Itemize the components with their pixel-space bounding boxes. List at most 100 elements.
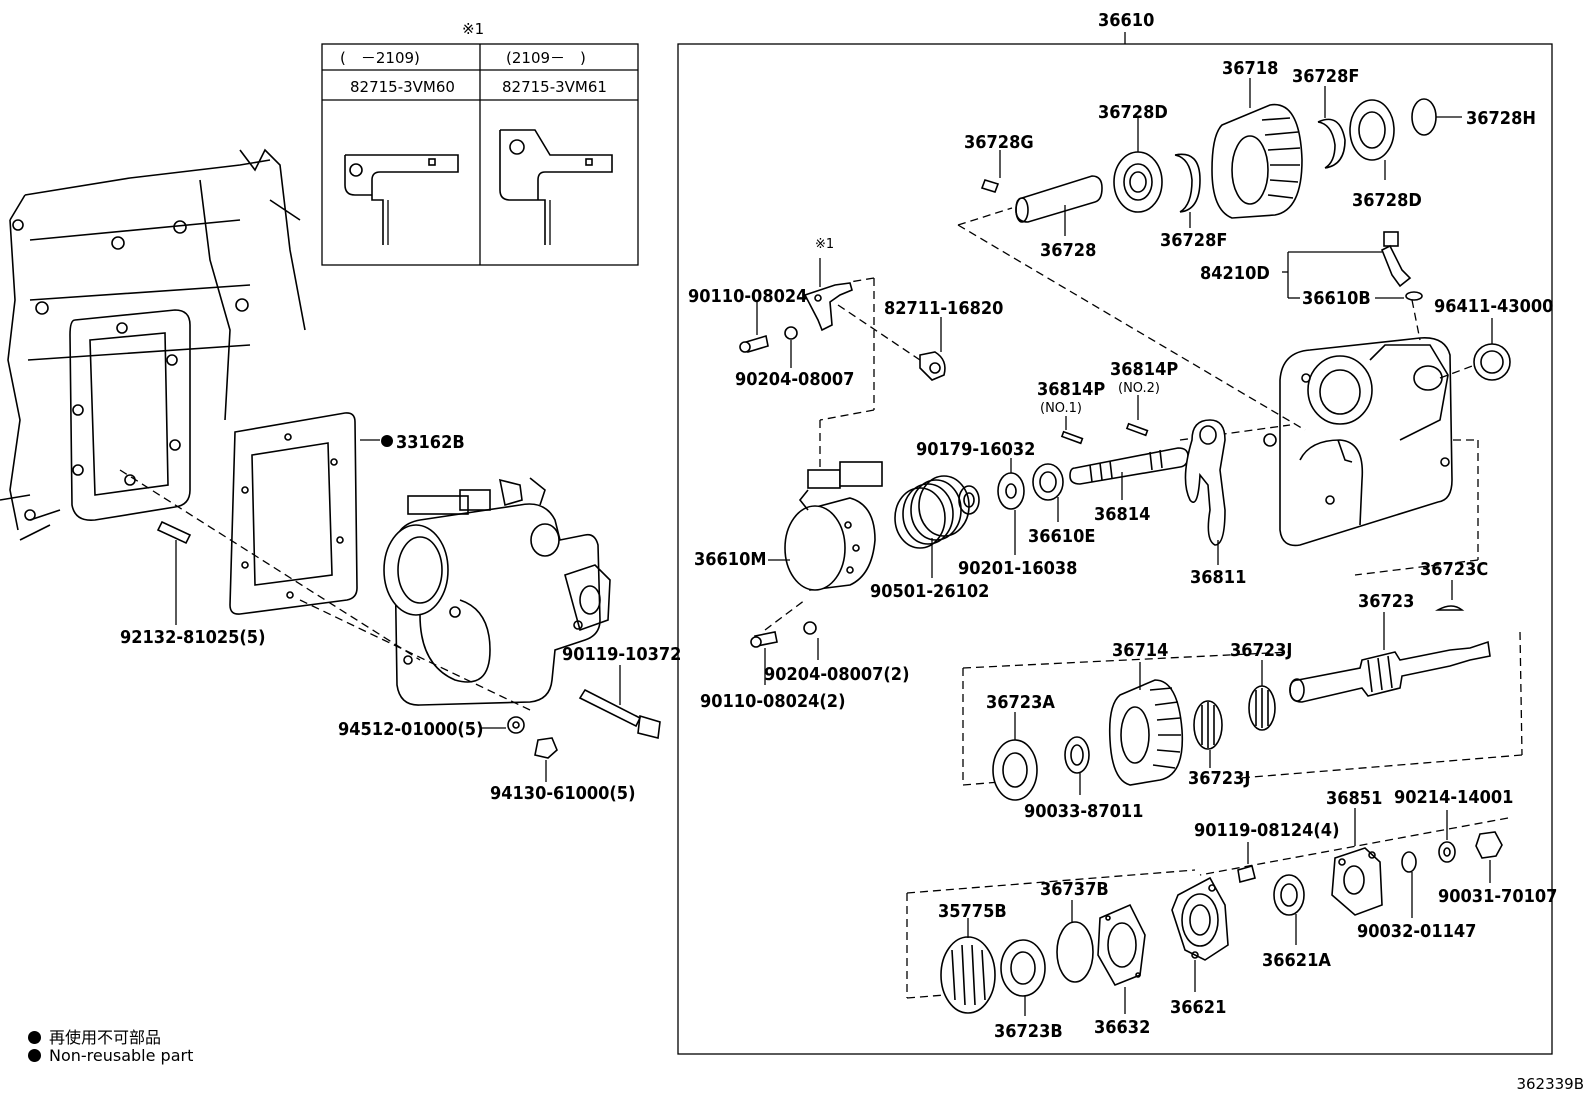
bracket-x1	[803, 282, 853, 332]
nut-90031	[1475, 831, 1503, 859]
label-36728d-left: 36728D	[1098, 102, 1168, 123]
bearing-36728d-left	[1113, 151, 1163, 213]
label-90201: 90201-16038	[958, 558, 1077, 579]
washer-36728h	[1411, 98, 1437, 136]
label-82711: 82711-16820	[884, 298, 1003, 319]
nut-94130	[534, 737, 558, 759]
label-36723c: 36723C	[1420, 559, 1488, 580]
bearing-36728d-right	[1349, 99, 1395, 161]
bracket-3vm60-drawing	[344, 154, 459, 245]
bolt-90119-10372	[578, 665, 661, 739]
washer-90201	[997, 472, 1025, 510]
label-36714: 36714	[1112, 640, 1168, 661]
label-36728f-bottom: 36728F	[1160, 230, 1227, 251]
label-90204-top: 90204-08007	[735, 369, 854, 390]
bearing-36723j-bottom	[1193, 700, 1223, 750]
assembly-label: 36610	[1098, 10, 1154, 31]
transmission-case-drawing	[0, 148, 306, 541]
shaft-36728	[1015, 175, 1103, 223]
label-36728f-top: 36728F	[1292, 66, 1359, 87]
inset-col2-part: 82715-3VM61	[502, 78, 607, 96]
label-36814: 36814	[1094, 504, 1150, 525]
washer-90204-top	[784, 326, 798, 340]
label-36723a: 36723A	[986, 692, 1055, 713]
bearing-36723b	[1000, 939, 1046, 997]
shaft-36814	[1069, 447, 1189, 485]
oring-36737b	[1056, 921, 1094, 983]
snapring-36728f-lower	[1174, 153, 1201, 213]
bearing-36723j-top	[1248, 685, 1276, 731]
label-36632: 36632	[1094, 1017, 1150, 1038]
stud-92132	[156, 520, 192, 625]
gear-36718	[1211, 103, 1303, 219]
pin-36728g	[980, 179, 1000, 193]
label-96411: 96411-43000	[1434, 296, 1553, 317]
label-90501: 90501-26102	[870, 581, 989, 602]
label-36851: 36851	[1326, 788, 1382, 809]
label-36814p-no2: 36814P	[1110, 359, 1178, 380]
image-code: 362339B	[1516, 1075, 1584, 1093]
non-reusable-dot-icon	[28, 1049, 41, 1062]
label-36728d-right: 36728D	[1352, 190, 1422, 211]
label-36621: 36621	[1170, 997, 1226, 1018]
transfer-housing-drawing	[1263, 337, 1453, 547]
oring-36610b	[1405, 291, 1423, 301]
pin-36814p-no2	[1125, 422, 1149, 437]
legend-non-reusable-en: Non-reusable part	[28, 1046, 193, 1065]
washer-90032	[1401, 851, 1417, 873]
label-36610b: 36610B	[1302, 288, 1371, 309]
label-90204-bottom: 90204-08007(2)	[764, 664, 909, 685]
label-36814p-no1: 36814P	[1037, 379, 1105, 400]
label-90110-top: 90110-08024	[688, 286, 807, 307]
label-36728: 36728	[1040, 240, 1096, 261]
actuator-36610m	[784, 461, 883, 591]
switch-84210d	[1380, 231, 1412, 288]
legend-en-text: Non-reusable part	[49, 1046, 194, 1065]
washer-90204-bottom	[803, 621, 817, 635]
washer-90214	[1438, 841, 1456, 863]
non-reusable-dot-icon	[28, 1031, 41, 1044]
pin-36814p-no1	[1060, 430, 1084, 445]
label-35775b: 35775B	[938, 901, 1007, 922]
label-94130: 94130-61000(5)	[490, 783, 635, 804]
label-90214: 90214-14001	[1394, 787, 1513, 808]
clamp-82711	[919, 351, 946, 381]
label-90110-bottom: 90110-08024(2)	[700, 691, 845, 712]
label-90032: 90032-01147	[1357, 921, 1476, 942]
label-36728h: 36728H	[1466, 108, 1536, 129]
inset-col1-part: 82715-3VM60	[350, 78, 455, 96]
seal-36621a	[1273, 874, 1305, 916]
gasket-33162b	[229, 412, 358, 615]
label-90119-10372: 90119-10372	[562, 644, 681, 665]
label-36723b: 36723B	[994, 1021, 1063, 1042]
label-90179: 90179-16032	[916, 439, 1035, 460]
label-36621a: 36621A	[1262, 950, 1331, 971]
label-92132: 92132-81025(5)	[120, 627, 265, 648]
bearing-35775b	[940, 936, 996, 1014]
label-36610e: 36610E	[1028, 526, 1095, 547]
label-90033: 90033-87011	[1024, 801, 1143, 822]
label-no1: (NO.1)	[1040, 401, 1082, 416]
bearing-36723a	[992, 739, 1038, 801]
label-94512: 94512-01000(5)	[338, 719, 483, 740]
inset-col2-range: (2109－ )	[506, 49, 586, 67]
shaft-36723	[1289, 640, 1491, 703]
label-36723: 36723	[1358, 591, 1414, 612]
inset-marker: ※1	[462, 20, 484, 38]
label-36728g: 36728G	[964, 132, 1034, 153]
label-36718: 36718	[1222, 58, 1278, 79]
gear-36714	[1108, 679, 1184, 786]
label-36723j-bottom: 36723J	[1188, 768, 1250, 789]
washer-90033	[1064, 736, 1090, 774]
fork-36811	[1184, 419, 1226, 546]
spring-90501	[894, 475, 970, 549]
cover-36621	[1171, 876, 1229, 961]
bracket-3vm61-drawing	[499, 129, 613, 245]
legend-jp-text: 再使用不可部品	[49, 1028, 162, 1047]
assembly-box: 36610	[677, 10, 1553, 1055]
snapring-36728f-upper	[1317, 118, 1346, 169]
label-90031: 90031-70107	[1438, 886, 1557, 907]
label-84210d: 84210D	[1200, 263, 1270, 284]
label-36610m: 36610M	[694, 549, 766, 570]
